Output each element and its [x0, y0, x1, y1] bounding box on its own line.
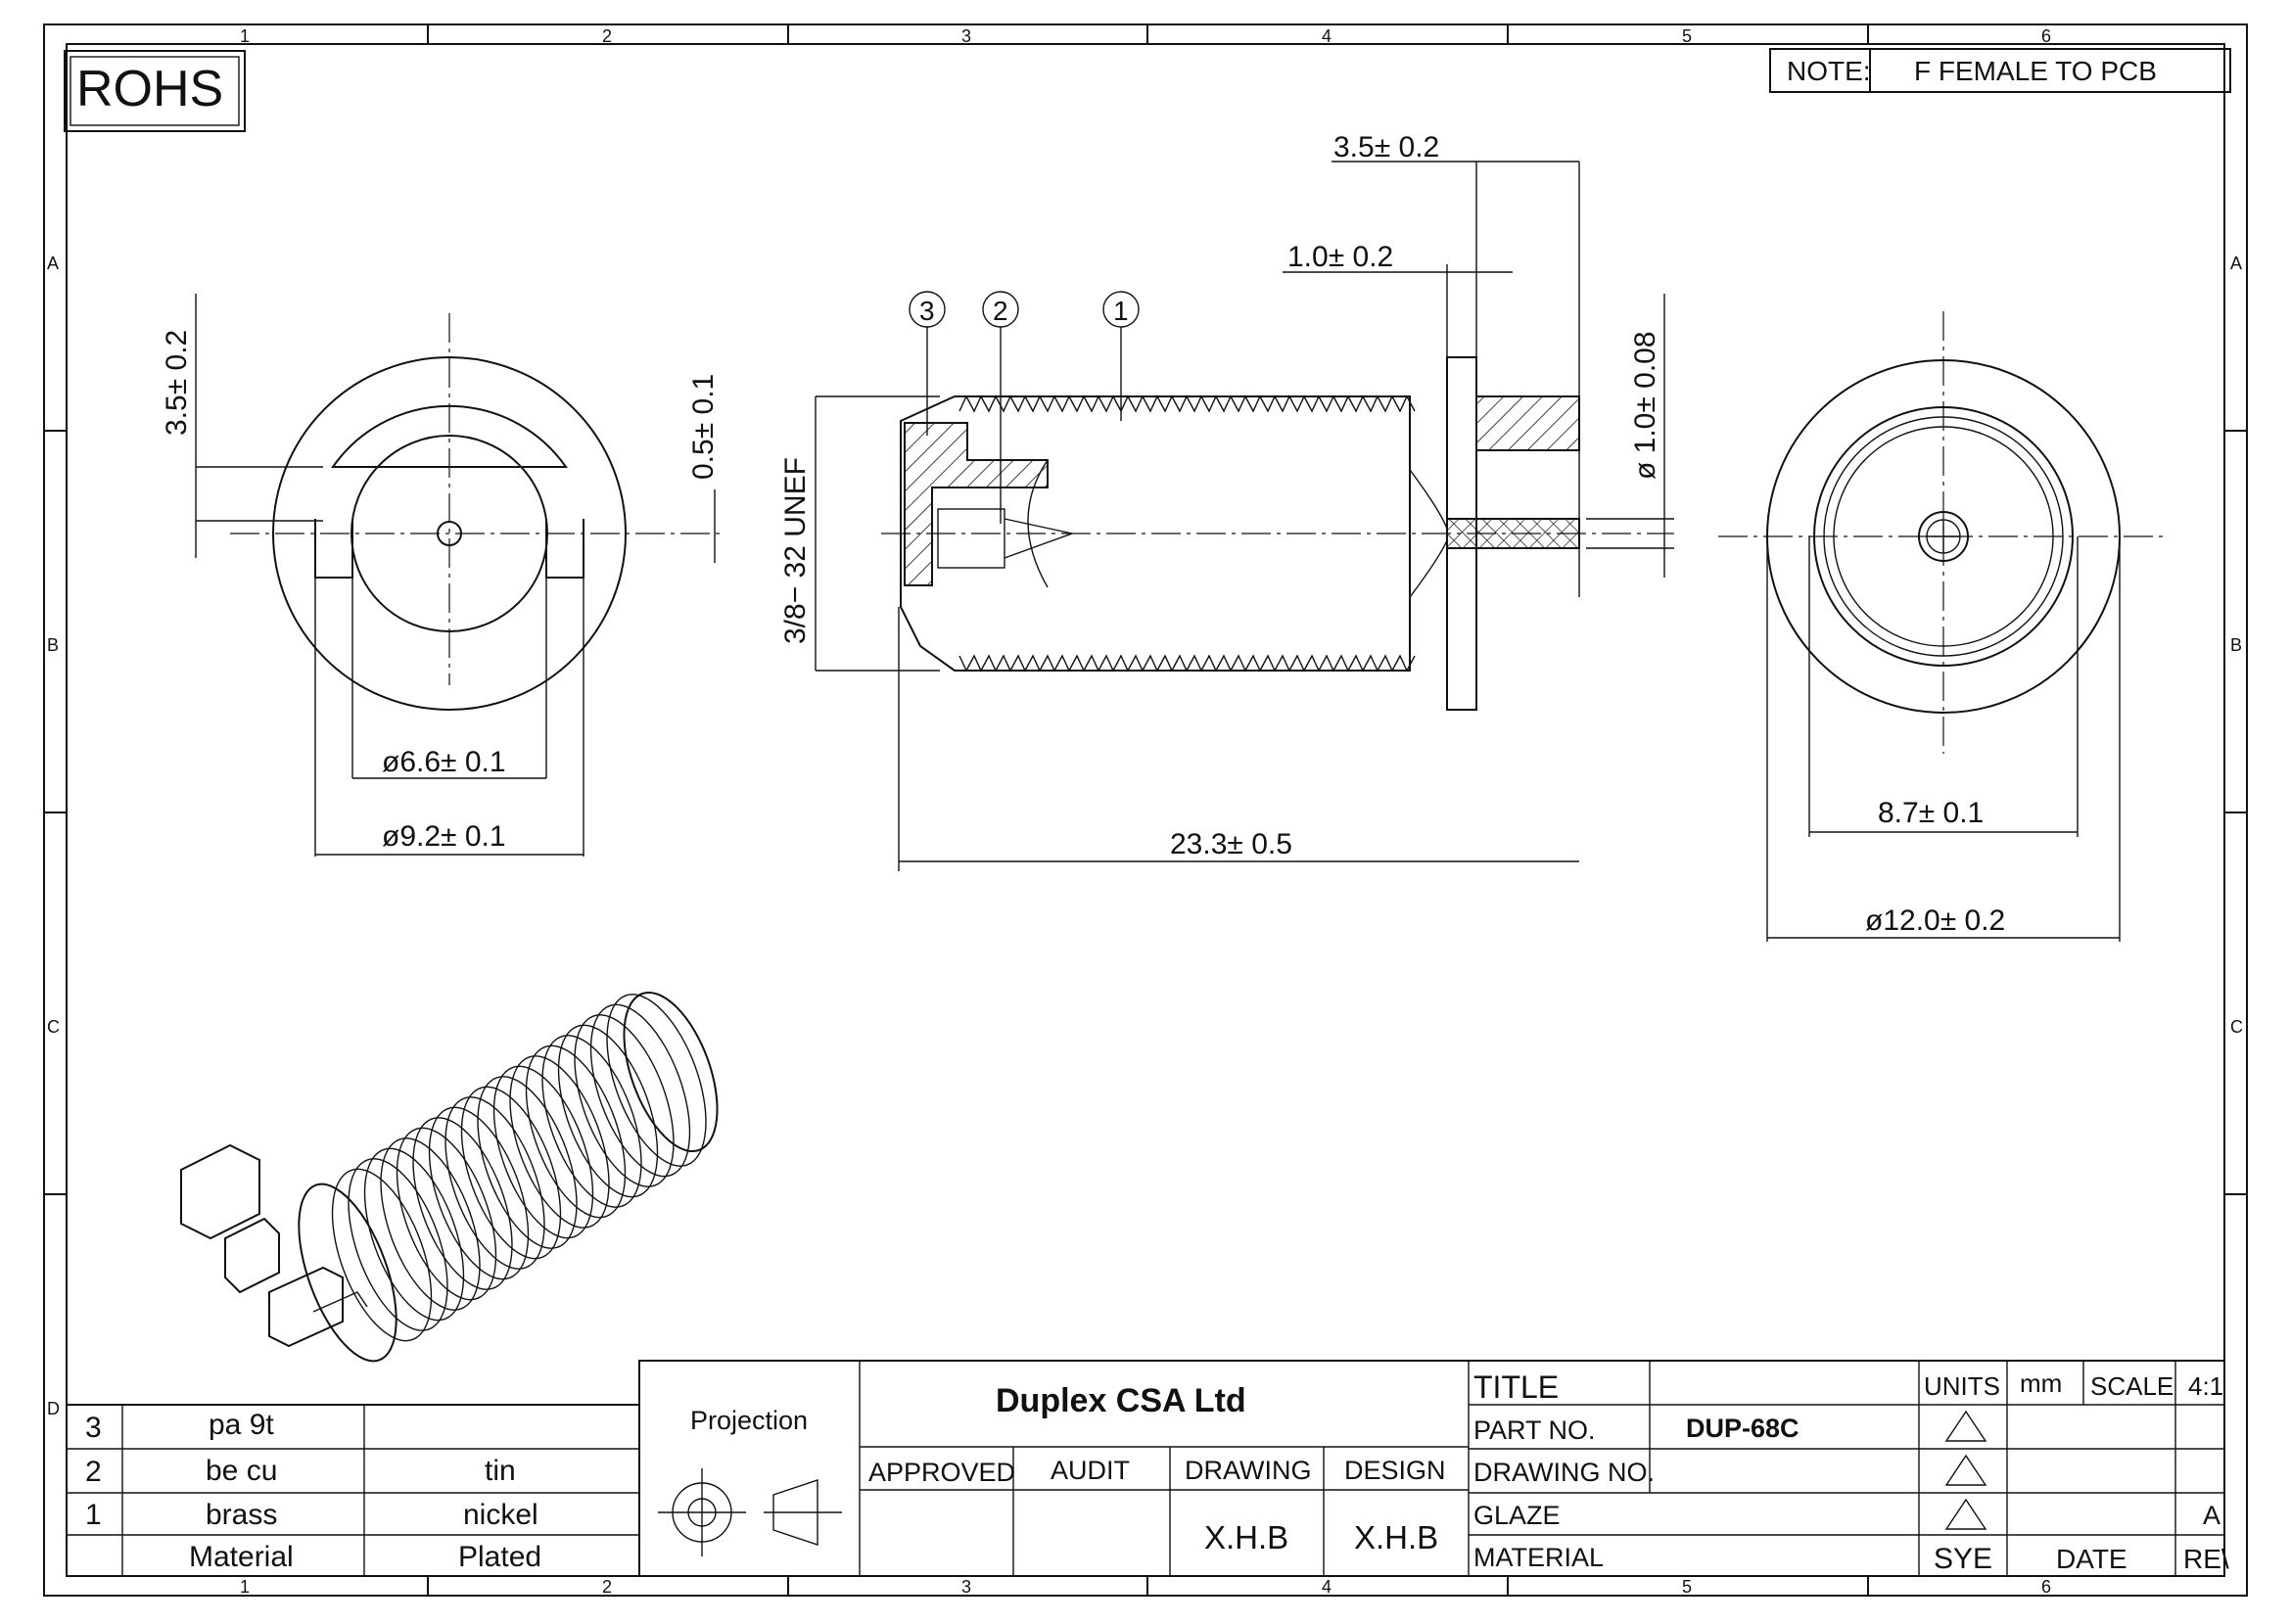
zone-col-2: 2: [602, 26, 612, 46]
bom-header-plated: Plated: [458, 1541, 541, 1573]
zone-col-6-bottom: 6: [2041, 1577, 2051, 1597]
drawing-label: DRAWING: [1185, 1456, 1312, 1485]
audit-label: AUDIT: [1051, 1456, 1130, 1485]
zone-row-b: B: [47, 635, 59, 655]
bom-no-1: 1: [85, 1499, 102, 1531]
dim-across-flats: 8.7± 0.1: [1878, 797, 1984, 829]
balloon-1: 1: [1113, 296, 1129, 326]
rev-label: RE\: [2183, 1544, 2229, 1574]
zone-row-c: C: [47, 1017, 60, 1037]
zone-col-4-bottom: 4: [1322, 1577, 1332, 1597]
part-no-value: DUP-68C: [1686, 1414, 1799, 1443]
zone-row-a: A: [47, 254, 59, 273]
zone-col-5-bottom: 5: [1682, 1577, 1692, 1597]
dim-pin-offset-small: 0.5± 0.1: [687, 374, 720, 480]
balloon-3: 3: [919, 296, 935, 326]
revision-triangle-3-icon: [1944, 1498, 1987, 1530]
zone-row-c-right: C: [2230, 1017, 2243, 1037]
drawing-by: X.H.B: [1204, 1519, 1288, 1555]
bom-material-3: pa 9t: [209, 1409, 274, 1441]
zone-col-4: 4: [1322, 26, 1332, 46]
dim-flange-thickness: 1.0± 0.2: [1287, 241, 1393, 273]
balloon-2: 2: [993, 296, 1008, 326]
part-no-label: PART NO.: [1473, 1415, 1596, 1445]
scale-label: SCALE: [2090, 1371, 2173, 1401]
design-label: DESIGN: [1344, 1456, 1446, 1485]
zone-col-2-bottom: 2: [602, 1577, 612, 1597]
material-label: MATERIAL: [1473, 1543, 1604, 1572]
glaze-label: GLAZE: [1473, 1501, 1561, 1530]
left-end-view: 3.5± 0.2 0.5± 0.1 ø6.6± 0.1 ø9.2± 0.1: [161, 294, 720, 857]
bom-header-material: Material: [189, 1541, 294, 1573]
bom-plated-2: tin: [485, 1455, 516, 1487]
zone-row-b-right: B: [2230, 635, 2242, 655]
drawing-no-label: DRAWING NO.: [1473, 1458, 1655, 1487]
rohs-label: ROHS: [76, 61, 223, 117]
dim-flange-width: 3.5± 0.2: [1333, 131, 1439, 163]
zone-col-1: 1: [240, 26, 250, 46]
dim-inner-diameter-left: ø6.6± 0.1: [382, 746, 506, 778]
note-label: NOTE:: [1787, 56, 1871, 86]
zone-row-a-right: A: [2230, 254, 2242, 273]
bom-plated-1: nickel: [463, 1499, 538, 1531]
dim-pin-diameter: ø 1.0± 0.08: [1629, 331, 1661, 480]
scale-value: 4:1: [2188, 1371, 2223, 1401]
zone-row-d: D: [47, 1399, 60, 1418]
zone-col-3-bottom: 3: [961, 1577, 971, 1597]
note-box: NOTE: F FEMALE TO PCB: [1769, 48, 2231, 93]
projection-label: Projection: [690, 1406, 808, 1435]
rev-value: A: [2203, 1501, 2220, 1530]
sye-label: SYE: [1934, 1543, 1992, 1575]
projection-symbol: [658, 1468, 842, 1556]
dim-overall-length: 23.3± 0.5: [1170, 828, 1292, 860]
bom-material-1: brass: [206, 1499, 277, 1531]
units-label: UNITS: [1924, 1371, 2000, 1401]
revision-triangle-2-icon: [1944, 1454, 1987, 1486]
note-text: F FEMALE TO PCB: [1914, 56, 2157, 86]
section-view: 3 2 1 3.5± 0.2 1.0± 0.2 ø 1.0± 0.08 3/8−…: [779, 131, 1674, 871]
dim-outer-diameter-left: ø9.2± 0.1: [382, 820, 506, 853]
dim-pin-offset-vertical: 3.5± 0.2: [161, 330, 193, 436]
rohs-box: ROHS: [64, 50, 246, 132]
approved-label: APPROVED: [868, 1458, 1015, 1487]
zone-col-6: 6: [2041, 26, 2051, 46]
title-block: 3 pa 9t 2 be cu tin 1 brass nickel Mater…: [66, 1360, 2229, 1577]
dim-flange-diameter: ø12.0± 0.2: [1865, 905, 2005, 937]
units-value: mm: [2020, 1369, 2062, 1398]
bom-no-2: 2: [85, 1456, 102, 1488]
revision-triangle-1-icon: [1944, 1410, 1987, 1442]
title-label: TITLE: [1473, 1369, 1559, 1405]
date-label: DATE: [2056, 1544, 2127, 1574]
design-by: X.H.B: [1354, 1519, 1438, 1555]
right-end-view: 8.7± 0.1 ø12.0± 0.2: [1718, 311, 2169, 942]
zone-labels: 1 2 3 4 5 6 1 2 3 4 5 6 A B C D A B C: [47, 26, 2243, 1597]
isometric-view: [180, 991, 719, 1363]
bom-material-2: be cu: [206, 1455, 277, 1487]
zone-col-5: 5: [1682, 26, 1692, 46]
zone-col-3: 3: [961, 26, 971, 46]
zone-col-1-bottom: 1: [240, 1577, 250, 1597]
company-name: Duplex CSA Ltd: [996, 1382, 1246, 1419]
bom-no-3: 3: [85, 1412, 102, 1444]
dim-thread-spec: 3/8− 32 UNEF: [779, 457, 812, 644]
